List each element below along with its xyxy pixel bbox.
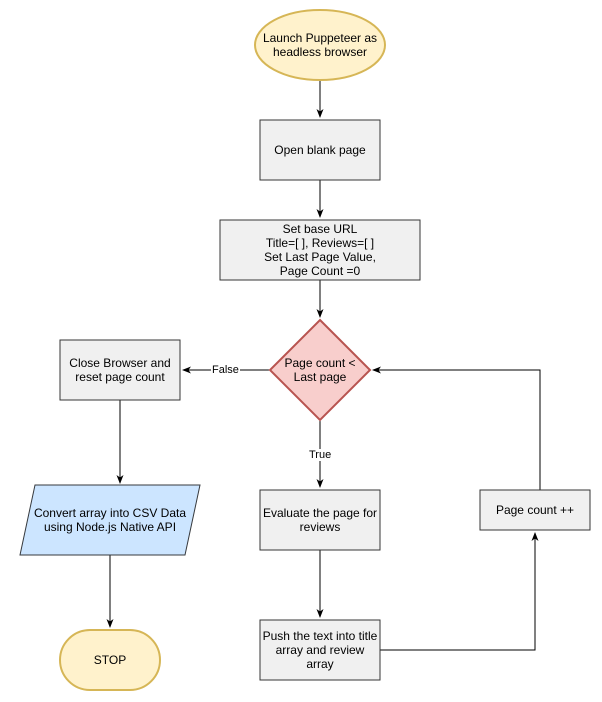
convert-csv-label: Convert array into CSV Data using Node.j… — [33, 506, 187, 534]
increment-process — [479, 489, 591, 531]
stop-label: STOP — [93, 653, 127, 667]
open-page-process — [259, 119, 381, 181]
edge-increment-to-decision — [372, 366, 541, 490]
increment-label: Page count ++ — [495, 503, 575, 517]
decision-label: Page count < Last page — [284, 356, 356, 384]
push-label: Push the text into title array and revie… — [262, 629, 378, 671]
stop-terminator — [59, 629, 161, 691]
edge-push-to-increment — [380, 532, 539, 651]
set-base-process — [219, 219, 421, 281]
close-browser-process — [59, 339, 181, 401]
true-edge-label: True — [308, 449, 333, 461]
set-base-label: Set base URL Title=[ ], Reviews=[ ] Set … — [264, 222, 376, 278]
evaluate-process — [259, 489, 381, 551]
false-edge-label: False — [211, 364, 240, 376]
evaluate-label: Evaluate the page for reviews — [262, 506, 378, 534]
start-label: Launch Puppeteer as headless browser — [262, 31, 378, 59]
start-terminator — [254, 9, 386, 81]
page-count-decision — [268, 318, 372, 422]
close-browser-label: Close Browser and reset page count — [69, 356, 171, 384]
convert-csv-io — [19, 484, 201, 556]
open-page-label: Open blank page — [274, 143, 366, 157]
push-process — [259, 619, 381, 681]
